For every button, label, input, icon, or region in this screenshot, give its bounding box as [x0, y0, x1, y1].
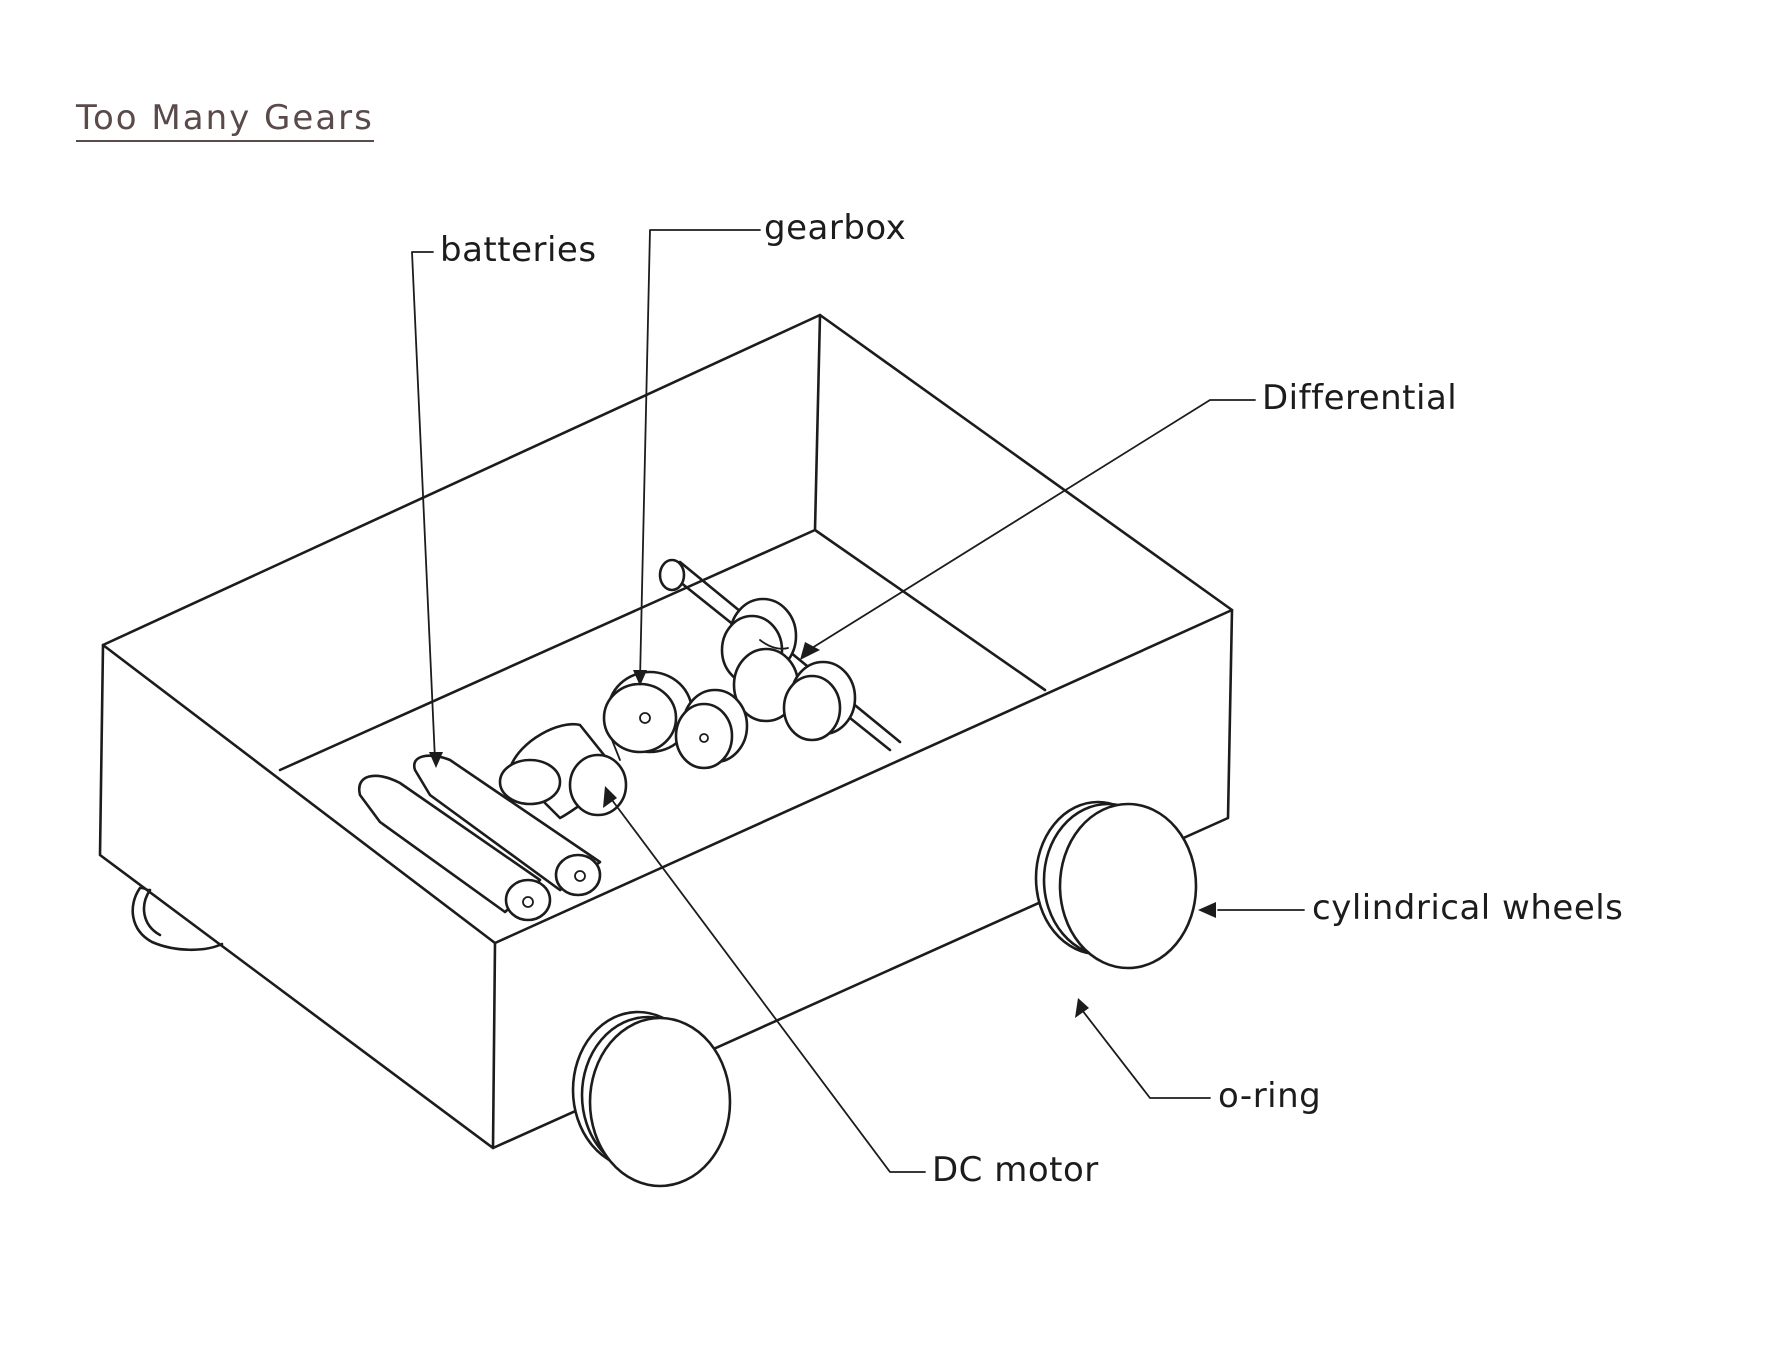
label-dc-motor: DC motor	[932, 1150, 1099, 1190]
front-right-wheel	[1034, 800, 1198, 970]
leader-batteries	[411, 251, 436, 761]
differential-assembly	[658, 558, 902, 752]
label-batteries: batteries	[440, 230, 597, 270]
leader-dc-motor	[611, 799, 926, 1173]
label-o-ring: o-ring	[1218, 1076, 1322, 1116]
leader-lines	[411, 229, 1305, 1173]
leader-differential	[811, 399, 1256, 649]
leader-o-ring	[1081, 1009, 1211, 1099]
label-differential: Differential	[1262, 378, 1458, 418]
batteries	[357, 754, 602, 922]
gearbox	[602, 670, 749, 770]
rear-left-wheel	[131, 886, 224, 952]
car-body	[98, 313, 1234, 1150]
label-cylindrical-wheels: cylindrical wheels	[1312, 888, 1624, 928]
leader-gearbox	[639, 229, 761, 681]
label-gearbox: gearbox	[764, 208, 907, 248]
front-left-wheel	[571, 1010, 732, 1188]
dc-motor	[498, 722, 628, 820]
diagram-title: Too Many Gears	[76, 98, 374, 142]
